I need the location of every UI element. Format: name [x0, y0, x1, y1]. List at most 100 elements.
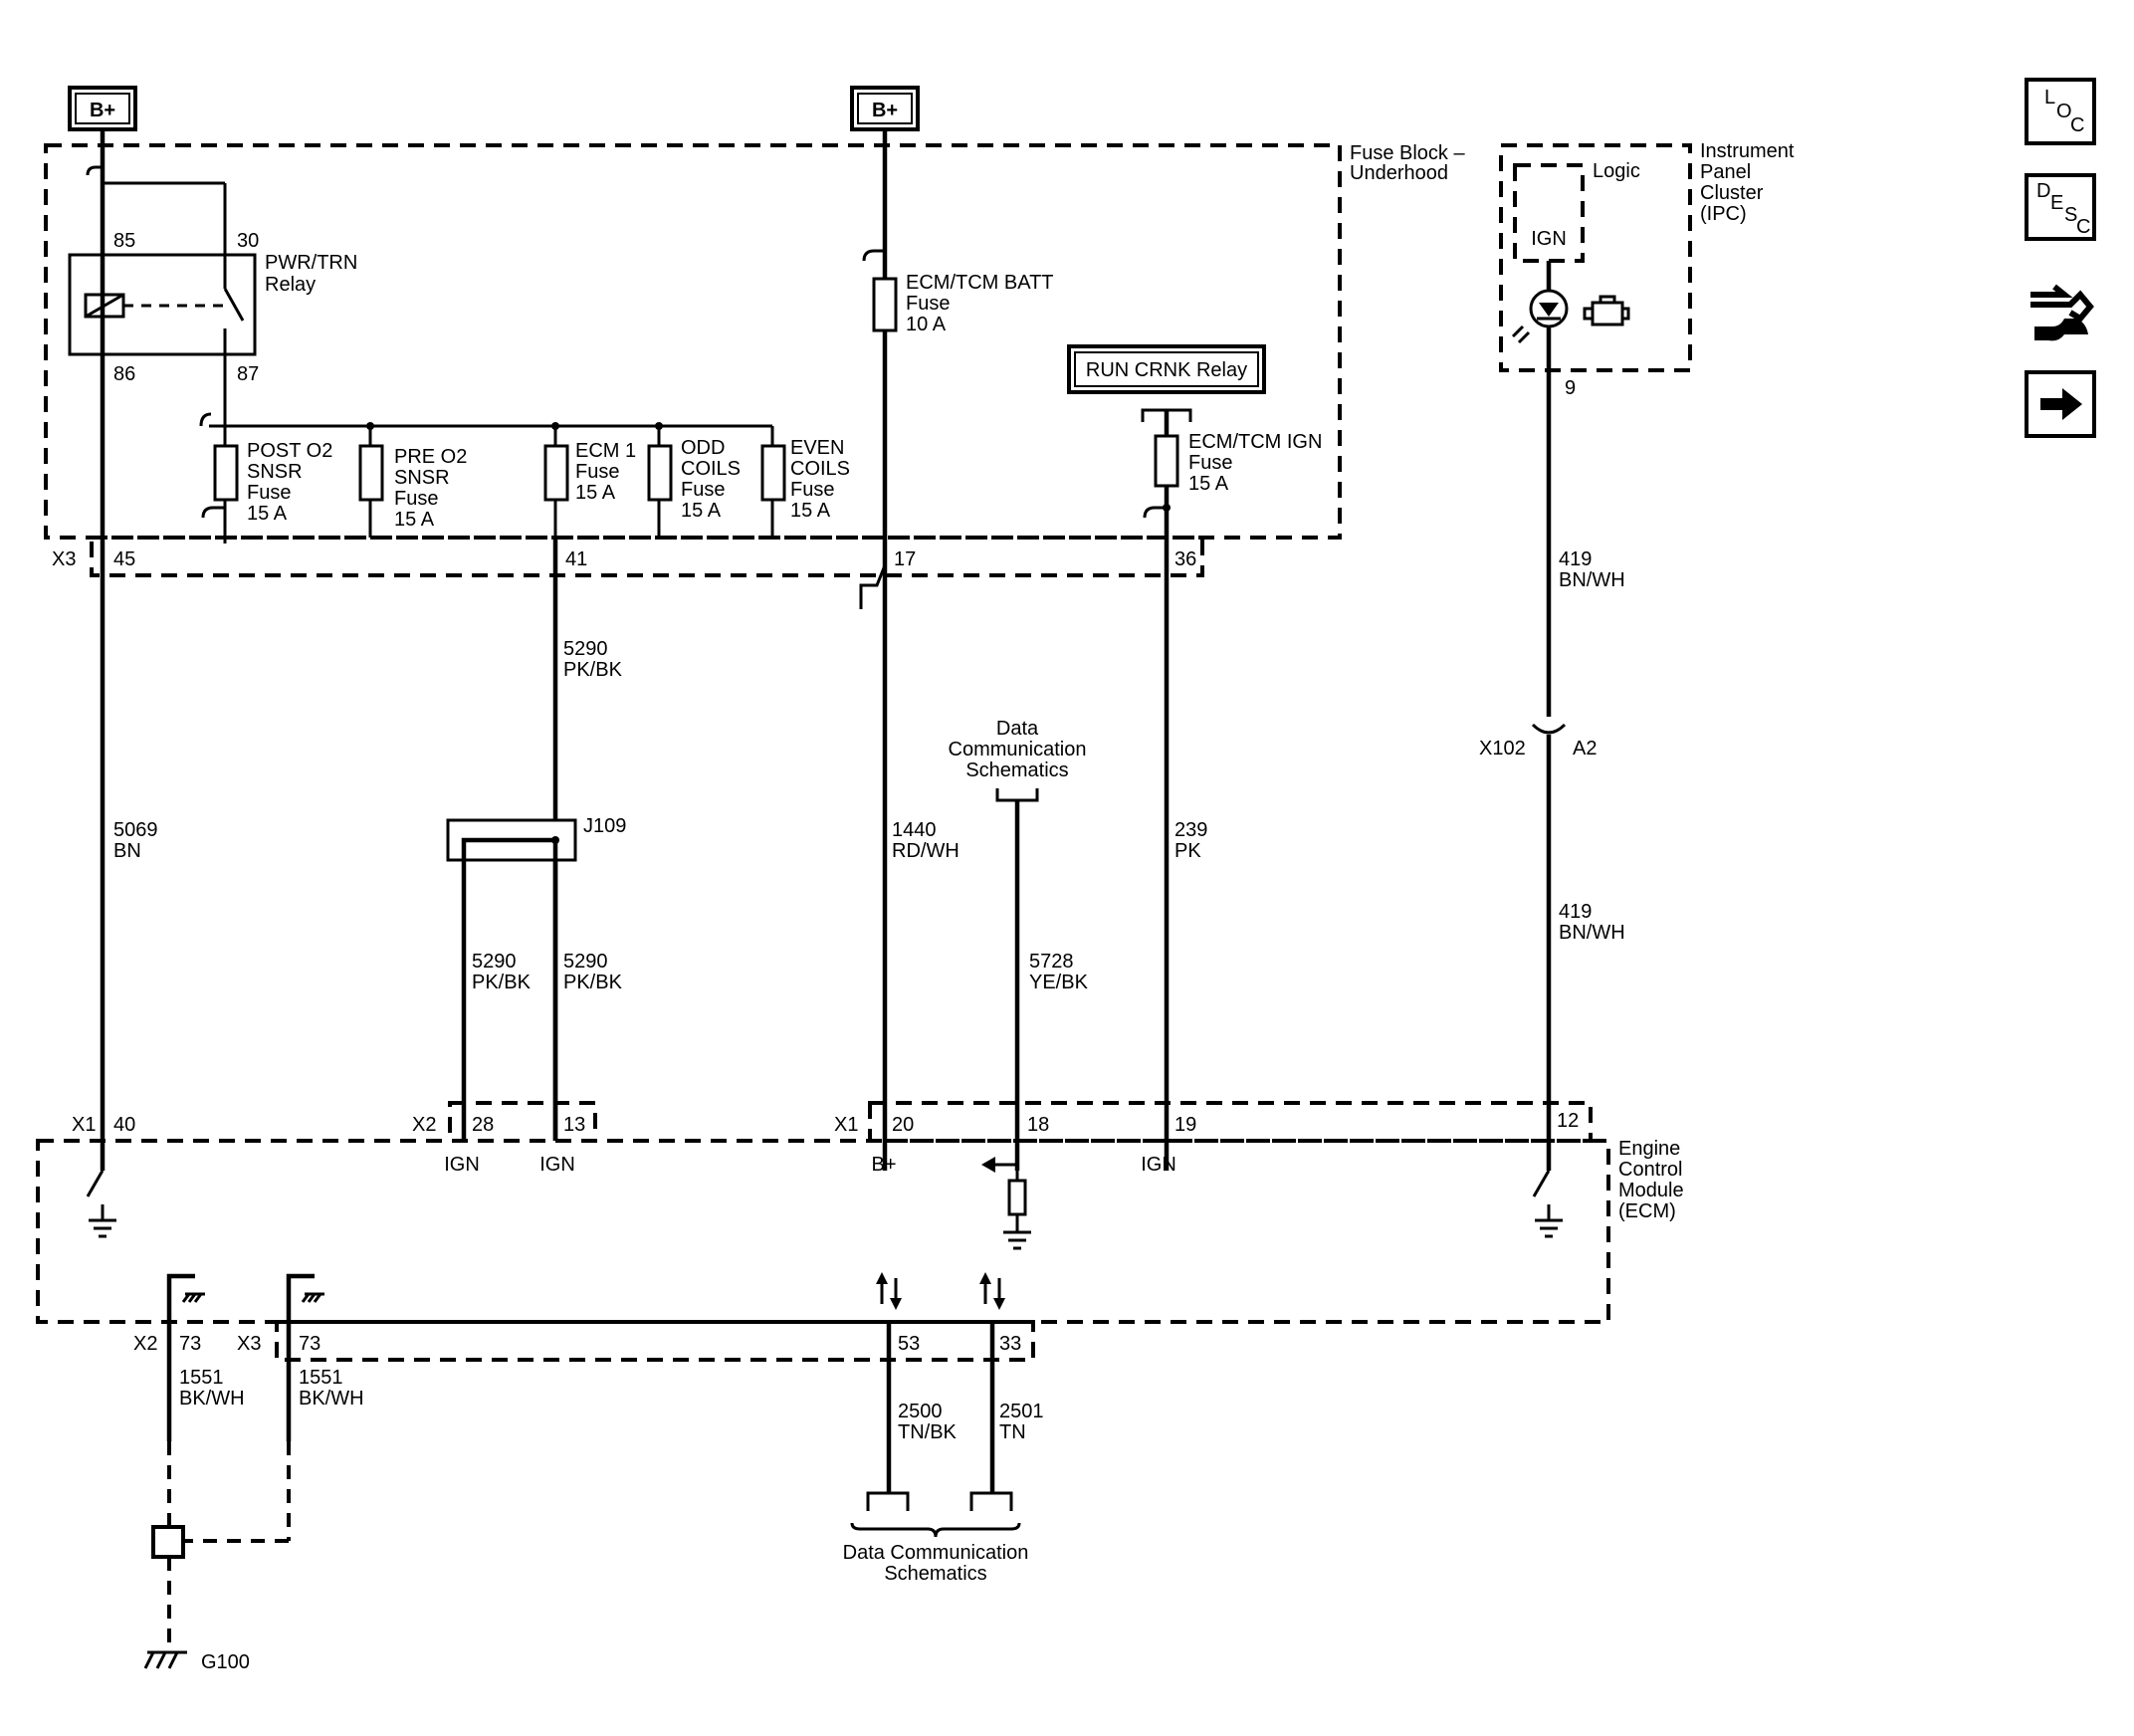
- wire-1551a-num: 1551: [179, 1367, 224, 1389]
- ecm-name-2: Control: [1618, 1159, 1682, 1181]
- ecm-low-side-switch-40: [86, 1170, 116, 1238]
- ecm-pin-20: 20: [892, 1114, 914, 1136]
- wire-5290a-num: 5290: [563, 638, 608, 660]
- ecm-ign-28: IGN: [444, 1154, 480, 1176]
- data-comm-bottom-l2: Schematics: [884, 1563, 986, 1585]
- description-button[interactable]: D E S C: [2025, 173, 2096, 241]
- ecm-bottom-x2-label: X2: [133, 1333, 157, 1355]
- ecm-pin-18: 18: [1027, 1114, 1049, 1136]
- ecm-x1a-label: X1: [72, 1114, 96, 1136]
- location-button[interactable]: L O C: [2025, 78, 2096, 145]
- ipc-name-3: Cluster: [1700, 182, 1764, 204]
- ecm-x1-connector: [868, 1101, 1593, 1143]
- wire-2501-num: 2501: [999, 1401, 1044, 1422]
- fuse-3-l2: COILS: [681, 458, 741, 480]
- x102-conn-label: X102: [1479, 738, 1526, 760]
- wire-2501-color: TN: [999, 1421, 1026, 1443]
- ipc-logic-label: Logic: [1593, 160, 1640, 182]
- run-crnk-relay-label: RUN CRNK Relay: [1086, 359, 1247, 381]
- fuse-pre-o2: [358, 426, 384, 538]
- ign-fuse-l2: Fuse: [1188, 452, 1232, 474]
- x3-pin-45: 45: [113, 548, 135, 570]
- fuse-2-l3: 15 A: [575, 482, 616, 504]
- wire-1440-num: 1440: [892, 819, 937, 841]
- fuse-even-coils: [760, 426, 786, 538]
- x3-conn-label: X3: [52, 548, 76, 570]
- ecm-low-side-switch-12: [1532, 1170, 1563, 1238]
- wire-239-color: PK: [1174, 840, 1201, 862]
- wire-1551b-num: 1551: [299, 1367, 343, 1389]
- x3-pin-41: 41: [565, 548, 587, 570]
- fuse-post-o2: [201, 426, 239, 543]
- desc-c: C: [2076, 216, 2090, 237]
- pwr-trn-relay: [68, 253, 257, 356]
- splice-label: J109: [583, 815, 626, 837]
- loc-l: L: [2044, 87, 2055, 108]
- fuse-ecm-tcm-ign: [1154, 434, 1179, 488]
- ign-fuse-l3: 15 A: [1188, 473, 1229, 495]
- run-crnk-relay-box: [1067, 344, 1266, 394]
- batt-fuse-l3: 10 A: [906, 314, 947, 335]
- fuse-1-l2: SNSR: [394, 467, 450, 489]
- fuse-2-l1: ECM 1: [575, 440, 636, 462]
- fuse-0-l1: POST O2: [247, 440, 332, 462]
- fuse-1-l1: PRE O2: [394, 446, 467, 468]
- ipc-ign-label: IGN: [1531, 228, 1567, 250]
- ipc-name-4: (IPC): [1700, 203, 1747, 225]
- ecm-bottom-x3-label: X3: [237, 1333, 261, 1355]
- data-comm-bottom-l1: Data Communication: [843, 1542, 1029, 1564]
- wire-2500-num: 2500: [898, 1401, 943, 1422]
- ipc-pin-9: 9: [1565, 377, 1576, 399]
- wire-5290c-num: 5290: [563, 951, 608, 973]
- ipc-name-2: Panel: [1700, 161, 1751, 183]
- fuse-block-label-1: Fuse Block –: [1350, 142, 1465, 164]
- x3-pin-36: 36: [1174, 548, 1196, 570]
- wire-5290c-color: PK/BK: [563, 972, 623, 993]
- ground-splice-block: [151, 1525, 185, 1559]
- fuse-1-l4: 15 A: [394, 509, 435, 531]
- ecm-bottom-pin-33: 33: [999, 1333, 1021, 1355]
- wire-5728-num: 5728: [1029, 951, 1074, 973]
- fuse-0-l2: SNSR: [247, 461, 303, 483]
- fuse-ecm-tcm-batt: [872, 277, 898, 332]
- check-engine-icon: [1583, 295, 1630, 326]
- desc-s: S: [2064, 204, 2077, 226]
- ecm-pin-40: 40: [113, 1114, 135, 1136]
- ign-fuse-l1: ECM/TCM IGN: [1188, 431, 1322, 453]
- ecm-bplus-20: B+: [871, 1154, 896, 1176]
- wire-5069-color: BN: [113, 840, 141, 862]
- x3-connector: [90, 536, 1204, 577]
- wire-1551b-color: BK/WH: [299, 1388, 364, 1410]
- x102-pin-label: A2: [1573, 738, 1597, 760]
- fuse-ecm-1: [543, 426, 569, 538]
- data-comm-top-l2: Communication: [949, 739, 1087, 760]
- next-page-button[interactable]: [2025, 370, 2096, 438]
- wire-5290a-color: PK/BK: [563, 659, 623, 681]
- ground-g100-icon: [143, 1650, 187, 1669]
- desc-d: D: [2036, 180, 2050, 202]
- wire-5290b-num: 5290: [472, 951, 517, 973]
- fuse-0-l3: Fuse: [247, 482, 291, 504]
- fuse-3-l1: ODD: [681, 437, 725, 459]
- ecm-name-4: (ECM): [1618, 1200, 1676, 1222]
- loc-c: C: [2070, 114, 2084, 136]
- ground-g100-label: G100: [201, 1651, 250, 1673]
- diagnostic-tools-icon[interactable]: [2025, 279, 2096, 346]
- ecm-x2-label: X2: [412, 1114, 436, 1136]
- fuse-4-l4: 15 A: [790, 500, 831, 522]
- fuse-1-l3: Fuse: [394, 488, 438, 510]
- ecm-bottom-pin-73b: 73: [299, 1333, 320, 1355]
- wire-1551a-color: BK/WH: [179, 1388, 245, 1410]
- data-comm-top-l3: Schematics: [965, 760, 1068, 781]
- loc-o: O: [2056, 101, 2072, 122]
- ecm-ground-x2-73: [166, 1273, 195, 1410]
- wire-419b-color: BN/WH: [1559, 922, 1625, 944]
- ecm-pull-down-18: [981, 1157, 1031, 1250]
- ecm-boundary: [36, 1139, 1610, 1324]
- ecm-bottom-x3-connector: [275, 1320, 1035, 1362]
- relay-pin-87: 87: [237, 363, 259, 385]
- ecm-ign-19: IGN: [1141, 1154, 1176, 1176]
- fuse-block-label-2: Underhood: [1350, 162, 1448, 184]
- ecm-name-3: Module: [1618, 1180, 1684, 1201]
